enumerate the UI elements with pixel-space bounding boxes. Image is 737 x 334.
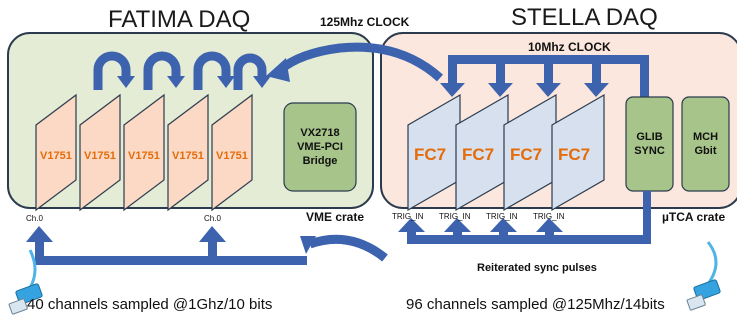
- loop-arrow-4: [233, 53, 267, 90]
- v1751-card-2: [79, 93, 121, 212]
- vx2718-bridge-label: VX2718 VME-PCI Bridge: [297, 127, 343, 167]
- loop-arrow-1: [93, 51, 131, 90]
- v1751-label-4: V1751: [172, 150, 204, 162]
- fatima-sync-bus: [26, 226, 307, 265]
- trig-in-label-3: TRIG_IN: [486, 212, 518, 221]
- fatima-title: FATIMA DAQ: [108, 6, 251, 33]
- ch0-label-2: Ch.0: [204, 214, 221, 223]
- mch-gbit-box: [681, 96, 730, 192]
- fc7-label-3: FC7: [510, 145, 543, 164]
- v1751-card-4: [167, 93, 209, 212]
- mch-gbit-label: MCH Gbit: [692, 131, 719, 157]
- ethernet-cable-icon-left: [8, 249, 43, 315]
- v1751-cards: [35, 93, 253, 212]
- stella-title: STELLA DAQ: [511, 4, 658, 31]
- clock-10-bus: [440, 55, 649, 97]
- ch0-label-1: Ch.0: [26, 214, 43, 223]
- v1751-label-3: V1751: [128, 150, 160, 162]
- v1751-card-1: [35, 93, 77, 212]
- v1751-label-5: V1751: [216, 150, 248, 162]
- fatima-loop-arrows: [93, 51, 267, 90]
- fc7-label-4: FC7: [558, 145, 591, 164]
- fc7-label-1: FC7: [414, 145, 447, 164]
- clock-125-label: 125Mhz CLOCK: [320, 15, 410, 29]
- clock-125-arrow: [277, 42, 444, 82]
- sync-to-fatima-arrow: [308, 234, 388, 262]
- fc7-label-2: FC7: [462, 145, 495, 164]
- v1751-label-1: V1751: [40, 150, 72, 162]
- stella-caption: 96 channels sampled @125Mhz/14bits: [406, 296, 665, 313]
- trig-in-label-2: TRIG_IN: [439, 212, 471, 221]
- fc7-card-4: [551, 93, 605, 212]
- glib-sync-label: GLIB SYNC: [634, 131, 665, 157]
- v1751-label-2: V1751: [84, 150, 116, 162]
- clock-10-label: 10Mhz CLOCK: [528, 40, 611, 54]
- fatima-caption: 40 channels sampled @1Ghz/10 bits: [27, 296, 273, 313]
- trig-in-label-1: TRIG_IN: [392, 212, 424, 221]
- fc7-cards: [407, 93, 605, 212]
- sync-pulses-label: Reiterated sync pulses: [477, 262, 597, 274]
- loop-arrow-3: [193, 51, 231, 90]
- v1751-card-3: [123, 93, 165, 212]
- sync-pulse-bus: [398, 191, 651, 244]
- trig-in-label-4: TRIG_IN: [533, 212, 565, 221]
- vx2718-bridge-box: [283, 102, 357, 192]
- loop-arrow-2: [143, 51, 181, 90]
- utca-crate-label: µTCA crate: [662, 210, 726, 224]
- vme-crate-label: VME crate: [306, 210, 365, 224]
- ethernet-cable-icon-right: [686, 241, 721, 311]
- v1751-card-5: [211, 93, 253, 212]
